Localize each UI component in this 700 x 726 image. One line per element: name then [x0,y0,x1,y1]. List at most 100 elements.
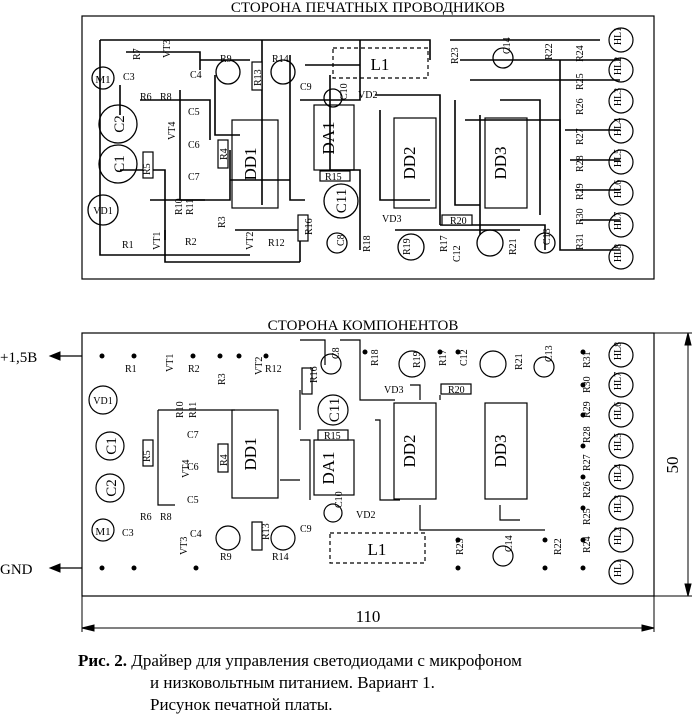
top-vt3-label: VT3 [162,40,173,58]
top-r9-label: R9 [220,54,232,65]
top-dd2-body [393,117,437,209]
bot-r22-label: R22 [553,538,564,555]
top-vt1-label: VT1 [152,232,163,250]
bot-r15-body [317,429,349,441]
bottom-board-title: СТОРОНА КОМПОНЕНТОВ [268,318,459,334]
bot-c10-circle [323,503,343,523]
top-c14-label: C14 [502,37,513,54]
bot-c8-label: C8 [331,347,342,359]
top-c6-label: C6 [188,140,200,151]
bot-hl5-label: HL5 [613,433,624,451]
top-c14-circle [492,47,514,69]
top-hl2-label: HL2 [613,57,624,75]
bot-hl1-label: HL1 [613,559,624,577]
caption-line-1: Драйвер для управления светодиодами с ми… [131,651,522,670]
bot-c8-circle [320,353,342,375]
bot-c13-label: C13 [544,345,555,362]
width-dimension-label: 110 [356,607,381,626]
top-r31-label: R31 [575,233,586,250]
top-r18-label: R18 [362,235,373,252]
top-c9-label: C9 [300,82,312,93]
bot-r18-label: R18 [370,349,381,366]
top-vt4-label: VT4 [167,122,178,140]
top-r5-body [142,151,154,179]
top-board-title: СТОРОНА ПЕЧАТНЫХ ПРОВОДНИКОВ [231,0,505,16]
bot-c14-label: C14 [504,535,515,552]
top-resistors [142,61,473,242]
top-m1-label: M1 [95,74,110,86]
top-hl-labels: HL1 HL2 HL3 HL4 HL5 HL6 HL7 HL8 [613,27,624,262]
bot-vd3-label: VD3 [384,385,403,396]
bot-r5-body [142,439,154,467]
bot-dd3-body [484,402,528,500]
top-da1-body [313,104,355,171]
top-c13-circle [534,232,556,254]
top-dd3-body [484,117,528,209]
bot-hl6-label: HL6 [613,402,624,420]
bot-c6-label: C6 [187,462,199,473]
bot-c13-circle [533,356,555,378]
top-c1-label: C1 [112,155,128,173]
top-r12-label: R12 [268,238,285,249]
top-da1-label: DA1 [319,121,338,154]
top-r14-label: R14 [272,54,289,65]
bot-r16-label: R16 [309,366,320,383]
top-r3-label: R3 [217,216,228,228]
top-r20-body [441,214,473,226]
caption-line-2: и низковольтным питанием. Вариант 1. [150,673,435,692]
bot-r20-label: R20 [448,385,465,396]
bot-c11-circle [317,394,349,426]
bot-c10-label: C10 [334,491,345,508]
top-c5-label: C5 [188,107,200,118]
top-r15-body [319,170,351,182]
bot-dd2-body [393,402,437,500]
plus-supply-label: +1,5В [0,350,37,366]
top-ics: DD1 DA1 DD2 DD3 L1 [231,47,528,209]
bot-c1-circle [95,431,125,461]
bot-r19-label: R19 [412,351,423,368]
bottom-board-outline [81,332,655,597]
bot-r13-body [251,521,263,551]
top-r16-body [297,214,309,242]
caption-figure-number: Рис. 2. [78,651,127,670]
bot-r4-label: R4 [219,454,230,466]
gnd-label: GND [0,562,33,578]
top-r24-label: R24 [575,45,586,62]
top-hl3-label: HL3 [613,88,624,106]
bot-r6-label: R6 [140,512,152,523]
top-c4-label: C4 [190,70,202,81]
bottom-hl-labels: HL8 HL7 HL6 HL5 HL4 HL3 HL2 HL1 [613,342,624,577]
top-r13-body [251,61,263,91]
bot-r1-label: R1 [125,364,137,375]
top-r11-label: R11 [185,199,196,215]
bot-r25-label: R25 [582,508,593,525]
top-hl4-label: HL4 [613,118,624,136]
bot-r28-label: R28 [582,426,593,443]
top-dd2-label: DD2 [400,146,419,179]
bot-r2-label: R2 [188,364,200,375]
bot-c14-circle [492,545,514,567]
top-vd1-label: VD1 [93,206,112,217]
top-round-parts: M1 C2 C1 VD1 C11 [87,47,556,261]
power-leads: +1,5В GND [0,350,82,578]
top-r1-label: R1 [122,240,134,251]
bot-r26-label: R26 [582,481,593,498]
bot-vd1-label: VD1 [93,396,112,407]
top-r26-label: R26 [575,98,586,115]
top-c2-label: C2 [112,115,128,133]
top-c11-label: C11 [334,189,350,213]
top-vd2-label: VD2 [358,90,377,101]
figure-caption: Рис. 2. Драйвер для управления светодиод… [78,650,678,716]
bot-c11-label: C11 [327,398,343,422]
bot-r10-label: R10 [175,401,186,418]
top-r8-label: R8 [160,92,172,103]
bot-c2-circle [95,473,125,503]
bot-dd2-label: DD2 [400,434,419,467]
top-r19-circle [397,233,425,261]
top-r25-label: R25 [575,73,586,90]
top-r10-label: R10 [174,198,185,215]
top-r22-label: R22 [544,43,555,60]
bot-c7-label: C7 [187,430,199,441]
bot-dd1-label: DD1 [241,437,260,470]
